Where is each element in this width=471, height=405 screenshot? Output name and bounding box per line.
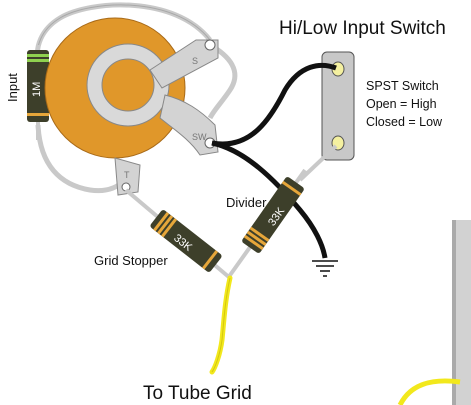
switch-open-label: Open = High [366, 97, 437, 111]
black-wire-switch [211, 62, 337, 147]
switch-lead-wire [298, 144, 338, 182]
partial-yellow-wire [397, 378, 461, 405]
spst-switch [321, 51, 355, 161]
jack-lug-sleeve [149, 39, 219, 89]
input-resistor [27, 50, 49, 122]
jack-lug-label-switch: SW [192, 132, 207, 142]
jack-hole [101, 58, 155, 112]
switch-closed-label: Closed = Low [366, 115, 443, 129]
input-resistor-value: 1M [31, 81, 43, 97]
sleeve-wire [207, 43, 238, 120]
divider-resistor [242, 177, 304, 253]
diagram-title: Hi/Low Input Switch [279, 18, 446, 39]
grid-stopper-resistor [150, 210, 222, 272]
jack-lug-label-sleeve: S [192, 56, 199, 66]
ground-wire-outline [37, 4, 211, 59]
input-label: Input [5, 73, 20, 102]
ground-symbol [312, 260, 338, 277]
grid-stopper-label: Grid Stopper [94, 253, 168, 268]
jack-lug-tip [114, 157, 141, 196]
partial-chassis-panel [452, 220, 471, 405]
jack-lug-switch [159, 94, 219, 156]
to-tube-grid-label: To Tube Grid [143, 383, 252, 404]
ground-wire [35, 2, 212, 59]
partial-chassis-edge [452, 220, 456, 405]
jack-lug-label-tip: T [124, 170, 130, 180]
tube-grid-wire-edge [211, 277, 231, 373]
black-wire-ground [211, 140, 328, 259]
lug-hole-sleeve [204, 39, 216, 51]
jack-body [44, 17, 186, 159]
divider-label: Divider [226, 195, 267, 210]
switch-name-label: SPST Switch [366, 79, 439, 93]
